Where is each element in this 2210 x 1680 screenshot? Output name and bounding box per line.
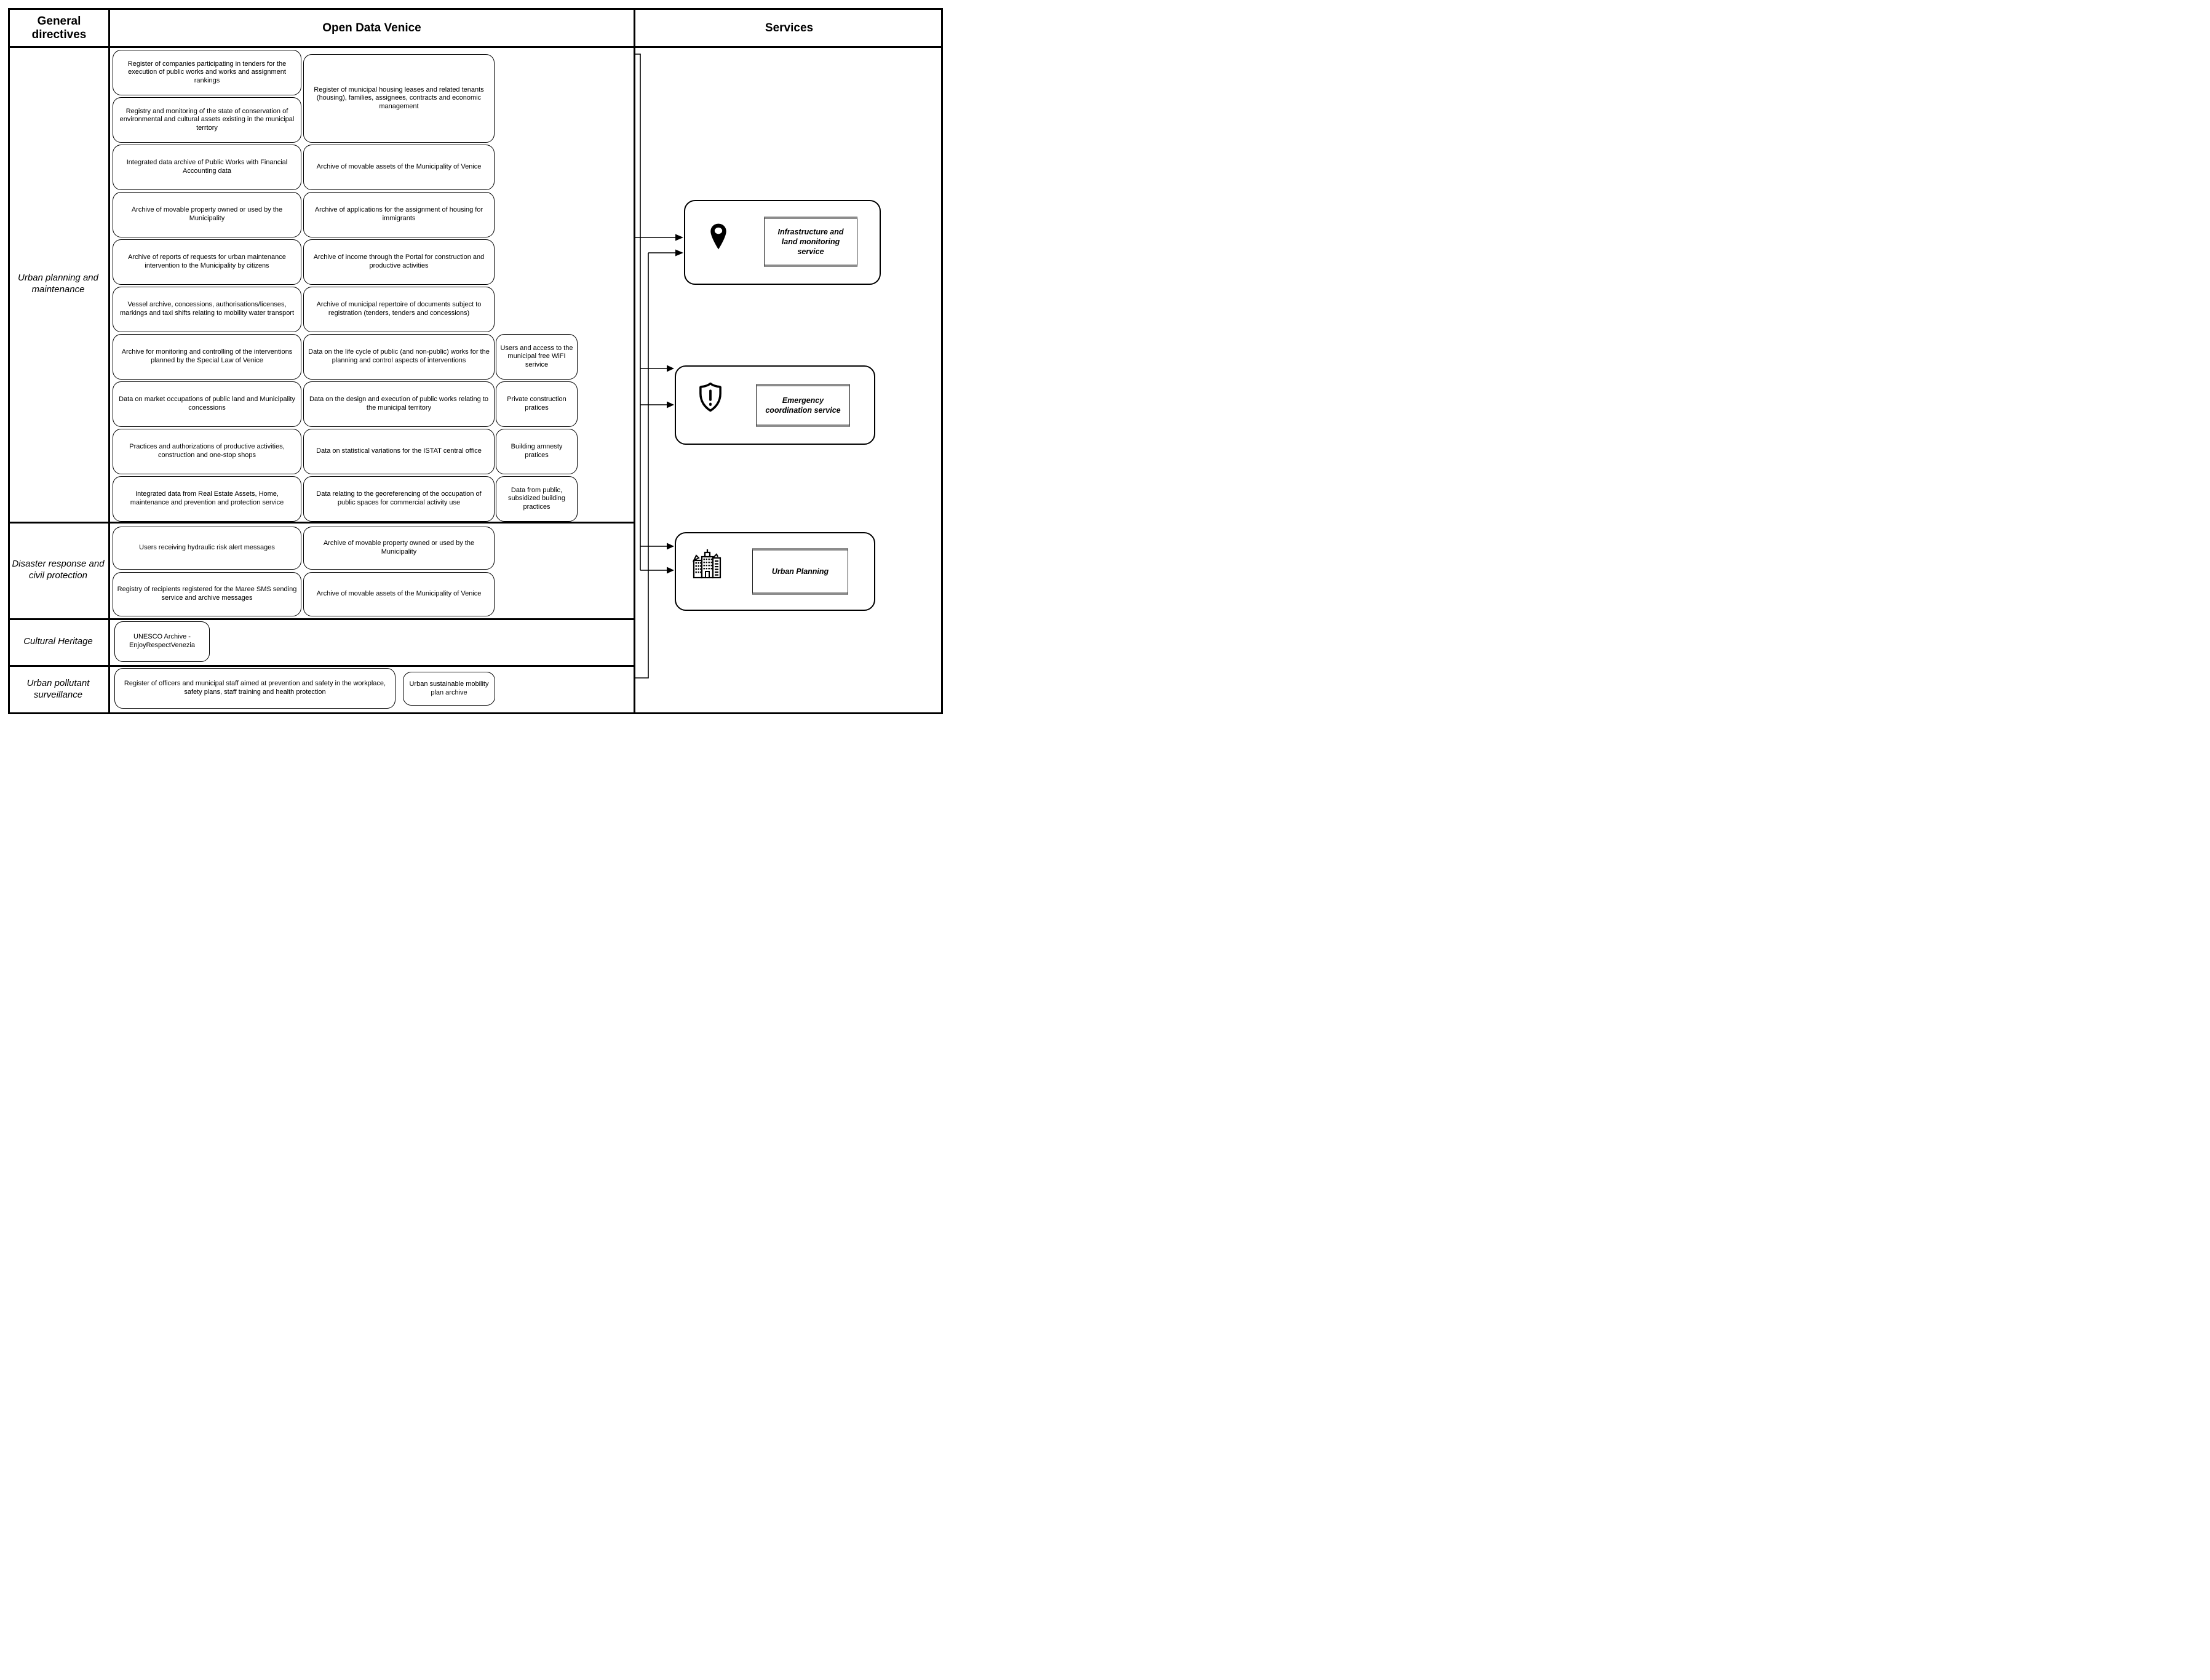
data-box: Data on market occupations of public lan… <box>113 381 301 427</box>
service-infrastructure-monitoring: Infrastructure and land monitoring servi… <box>684 200 881 285</box>
data-box: Data on statistical variations for the I… <box>303 429 495 474</box>
location-pin-icon <box>709 222 728 252</box>
header-services: Services <box>765 21 814 34</box>
data-box: Users and access to the municipal free W… <box>496 334 578 380</box>
data-box: Archive of reports of requests for urban… <box>113 239 301 285</box>
data-box: Data relating to the georeferencing of t… <box>303 476 495 522</box>
data-box: UNESCO Archive - EnjoyRespectVenezia <box>114 621 210 662</box>
service-urban-planning: Urban Planning <box>675 532 875 611</box>
table-border-header <box>8 46 943 48</box>
table-border-col1-col2 <box>108 8 110 714</box>
data-box: Users receiving hydraulic risk alert mes… <box>113 527 301 570</box>
data-box: Archive of applications for the assignme… <box>303 192 495 237</box>
service-label-frame: Urban Planning <box>752 548 848 595</box>
table-border-row2-row3 <box>8 618 635 620</box>
data-box: Private construction pratices <box>496 381 578 427</box>
data-box: Archive for monitoring and controlling o… <box>113 334 301 380</box>
service-label-frame: Infrastructure and land monitoring servi… <box>764 217 857 267</box>
data-box: Archive of income through the Portal for… <box>303 239 495 285</box>
row-label-cultural-heritage: Cultural Heritage <box>23 635 93 647</box>
data-box: Building amnesty pratices <box>496 429 578 474</box>
data-box: Archive of movable assets of the Municip… <box>303 572 495 616</box>
data-box: Archive of movable property owned or use… <box>303 527 495 570</box>
data-box: Data on the life cycle of public (and no… <box>303 334 495 380</box>
data-box: Integrated data from Real Estate Assets,… <box>113 476 301 522</box>
data-box: Integrated data archive of Public Works … <box>113 145 301 190</box>
diagram-canvas: General directives Open Data Venice Serv… <box>0 0 952 723</box>
table-border-row3-row4 <box>8 665 635 667</box>
table-border-row1-row2 <box>8 522 635 524</box>
data-box: Registry and monitoring of the state of … <box>113 97 301 143</box>
data-box: Register of municipal housing leases and… <box>303 54 495 143</box>
service-label: Infrastructure and land monitoring servi… <box>777 227 844 257</box>
row-label-disaster-response: Disaster response and civil protection <box>12 558 105 581</box>
city-buildings-icon <box>692 549 724 580</box>
data-box: Vessel archive, concessions, authorisati… <box>113 287 301 332</box>
data-box: Archive of movable property owned or use… <box>113 192 301 237</box>
table-outer-border <box>8 8 943 714</box>
header-general-directives: General directives <box>31 14 87 41</box>
data-box: Data on the design and execution of publ… <box>303 381 495 427</box>
data-box: Archive of movable assets of the Municip… <box>303 145 495 190</box>
row-label-urban-planning: Urban planning and maintenance <box>18 272 98 295</box>
header-open-data-venice: Open Data Venice <box>322 21 421 34</box>
row-label-urban-pollutant: Urban pollutant surveillance <box>26 678 90 700</box>
data-box: Urban sustainable mobility plan archive <box>403 672 495 706</box>
table-border-col2-col3 <box>634 8 635 714</box>
shield-exclamation-icon <box>697 381 724 415</box>
data-box: Data from public, subsidized building pr… <box>496 476 578 522</box>
service-label: Urban Planning <box>771 567 829 576</box>
service-emergency-coordination: Emergency coordination service <box>675 365 875 445</box>
data-box: Registry of recipients registered for th… <box>113 572 301 616</box>
service-label: Emergency coordination service <box>765 396 841 415</box>
service-label-frame: Emergency coordination service <box>756 384 850 427</box>
data-box: Register of officers and municipal staff… <box>114 668 395 709</box>
data-box: Practices and authorizations of producti… <box>113 429 301 474</box>
data-box: Register of companies participating in t… <box>113 50 301 95</box>
data-box: Archive of municipal repertoire of docum… <box>303 287 495 332</box>
